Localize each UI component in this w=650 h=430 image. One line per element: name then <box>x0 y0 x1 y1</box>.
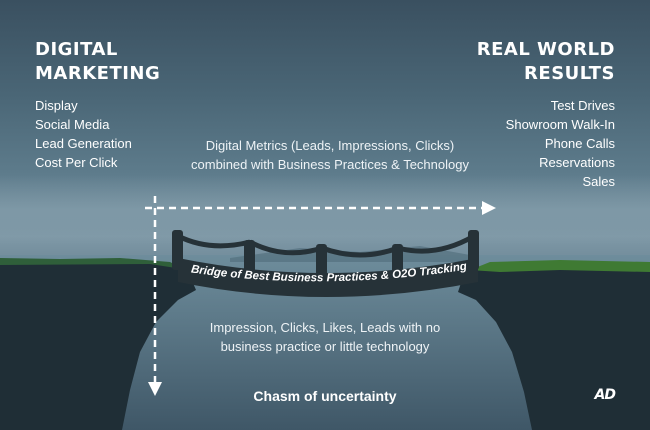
caption-line: Digital Metrics (Leads, Impressions, Cli… <box>205 138 455 153</box>
right-cliff <box>458 266 650 430</box>
bridge-rope <box>248 239 323 256</box>
caption-line: combined with Business Practices & Techn… <box>191 157 469 172</box>
heading-line: RESULTS <box>524 63 615 84</box>
list-item: Reservations <box>539 155 615 170</box>
caption-line: business practice or little technology <box>220 339 430 354</box>
list-item: Lead Generation <box>35 136 132 151</box>
heading-line: DIGITAL <box>35 39 118 60</box>
list-item: Social Media <box>35 117 110 132</box>
digital-metrics-caption: Digital Metrics (Leads, Impressions, Cli… <box>160 136 500 174</box>
flow-arrows <box>145 196 496 396</box>
heading-line: REAL WORLD <box>476 39 615 60</box>
list-item: Sales <box>582 174 615 189</box>
right-grass <box>470 260 650 272</box>
list-item: Test Drives <box>550 98 615 113</box>
bridge-post <box>172 230 183 270</box>
left-cliff <box>0 261 196 430</box>
bridge-post <box>468 230 479 270</box>
digital-channels-list: Display Social Media Lead Generation Cos… <box>35 96 132 172</box>
list-item: Display <box>35 98 78 113</box>
chasm-caption: Impression, Clicks, Likes, Leads with no… <box>170 318 480 356</box>
bridge-rope <box>321 245 399 258</box>
list-item: Cost Per Click <box>35 155 118 170</box>
bridge-rope <box>176 233 251 249</box>
heading-line: MARKETING <box>35 63 161 84</box>
bridge-post <box>316 244 327 282</box>
right-arrow-icon <box>482 201 496 215</box>
bridge-deck <box>178 258 478 297</box>
left-grass <box>0 258 186 270</box>
results-list: Test Drives Showroom Walk-In Phone Calls… <box>506 96 615 191</box>
bridge-post <box>244 240 255 276</box>
list-item: Showroom Walk-In <box>505 117 615 132</box>
digital-marketing-heading: DIGITAL MARKETING <box>35 38 160 86</box>
list-item: Phone Calls <box>544 136 615 151</box>
chasm-title: Chasm of uncertainty <box>253 388 397 404</box>
bridge-rope <box>397 233 476 254</box>
brand-logo: AD <box>594 387 616 403</box>
caption-line: Impression, Clicks, Likes, Leads with no <box>209 320 441 335</box>
down-arrow-icon <box>148 382 162 396</box>
real-world-results-heading: REAL WORLD RESULTS <box>477 38 615 86</box>
horizon-mist <box>0 175 650 245</box>
bridge-post <box>392 244 403 280</box>
